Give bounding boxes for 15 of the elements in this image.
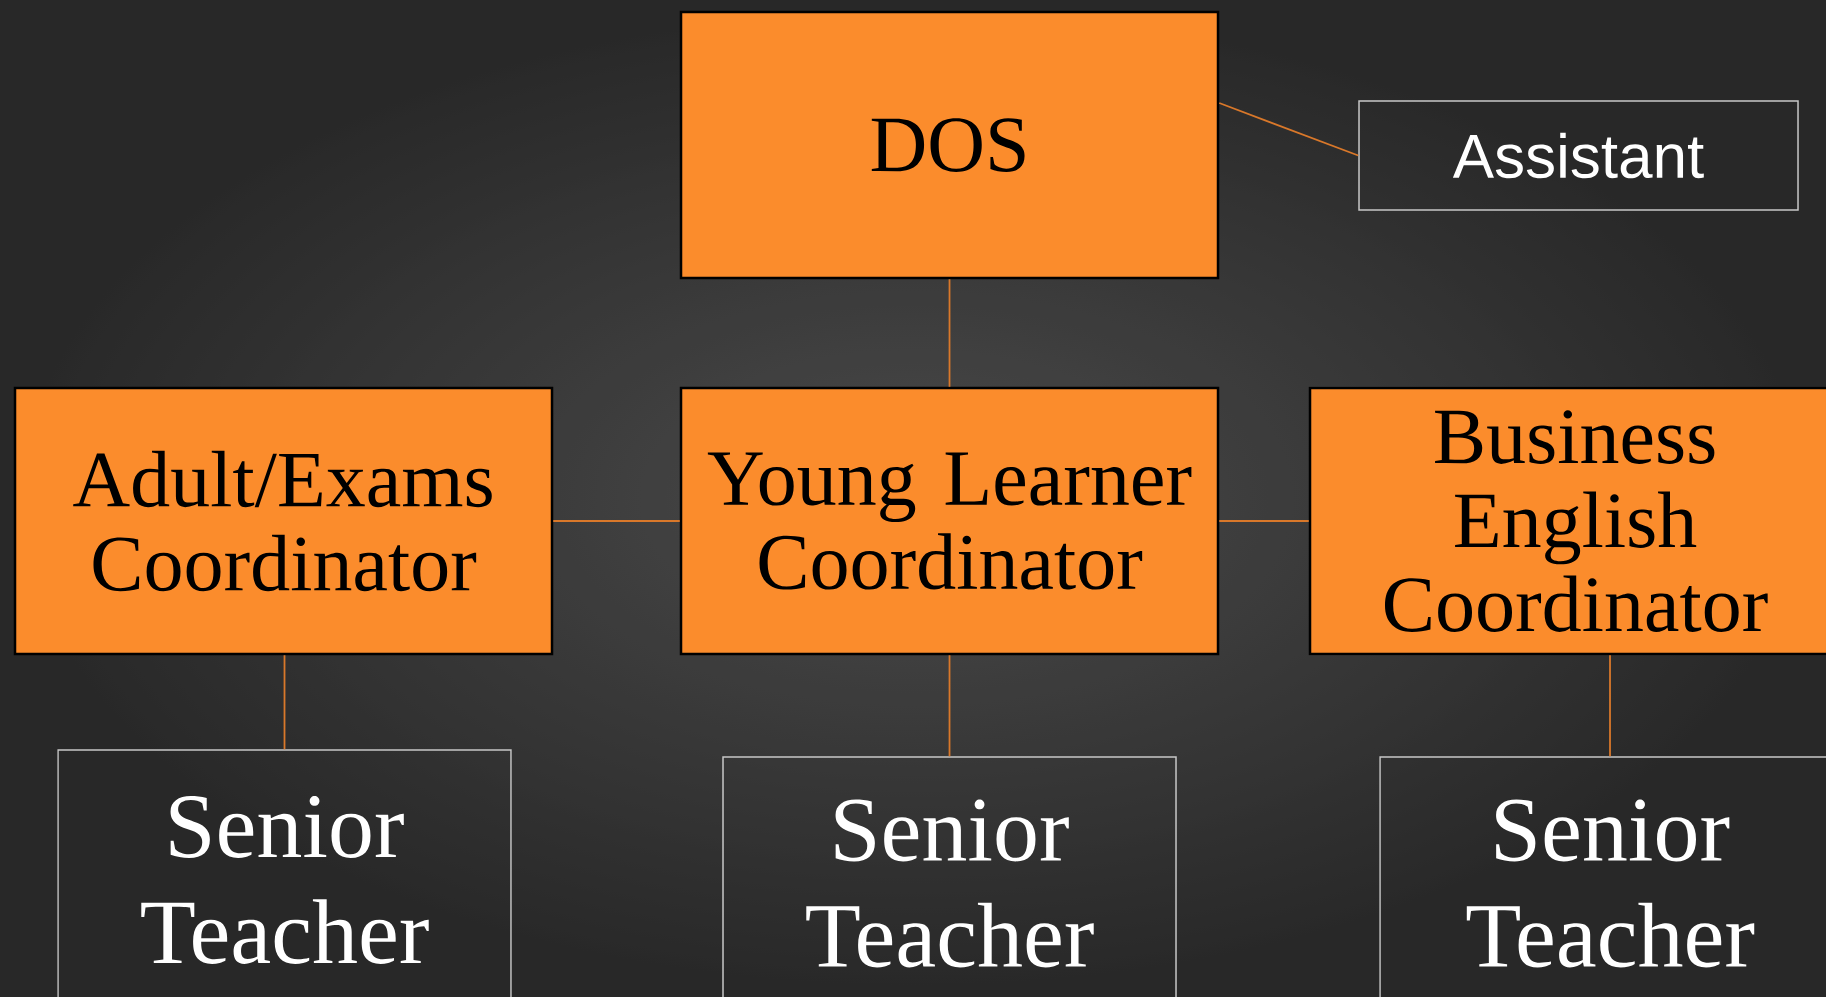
connector-line [948,278,951,388]
connector-line [1609,654,1611,758]
assistant-box: Assistant [1358,100,1799,211]
role-box: Business English Coordinator [1308,386,1826,656]
teacher-box: Senior Teacher [57,749,512,997]
connector-line [283,654,286,751]
role-box: Adult/Exams Coordinator [13,386,554,656]
role-box: DOS [679,10,1220,280]
connector-line [1218,520,1310,522]
role-box: Young Learner Coordinator [679,386,1220,656]
connector-line [948,654,951,758]
connector-line [1218,102,1360,157]
teacher-box: Senior Teacher [722,756,1177,997]
connector-line [552,520,681,522]
teacher-box: Senior Teacher [1379,756,1826,997]
